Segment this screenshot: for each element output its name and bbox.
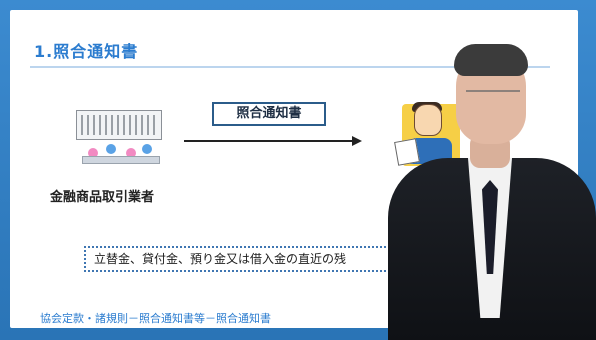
- staff-person-icon: [126, 148, 136, 158]
- investor-icon: [394, 94, 466, 178]
- presenter-hair: [454, 44, 528, 76]
- building-facade: [81, 115, 157, 135]
- staff-person-icon: [106, 144, 116, 154]
- issuer-label: 金融商品取引業者: [50, 190, 155, 205]
- staff-person-icon: [88, 148, 98, 158]
- slide-title: 1.照合通知書: [34, 42, 139, 61]
- flow-arrow: [184, 136, 362, 146]
- staff-person-icon: [142, 144, 152, 154]
- desk: [82, 156, 160, 164]
- document-label-box: 照合通知書: [212, 102, 326, 126]
- securities-company-icon: [76, 110, 162, 140]
- title-divider: [30, 66, 550, 68]
- investor-head: [414, 104, 442, 136]
- presenter-tie: [482, 180, 498, 274]
- arrow-line: [184, 140, 354, 142]
- staff-illustration: [82, 138, 160, 182]
- note-box: 立替金、貸付金、預り金又は借入金の直近の残: [84, 246, 414, 272]
- footer-breadcrumb: 協会定款・諸規則－照合通知書等－照合通知書: [40, 312, 271, 325]
- presenter-glasses: [466, 90, 520, 106]
- arrow-head-icon: [352, 136, 362, 146]
- presenter: [388, 34, 596, 340]
